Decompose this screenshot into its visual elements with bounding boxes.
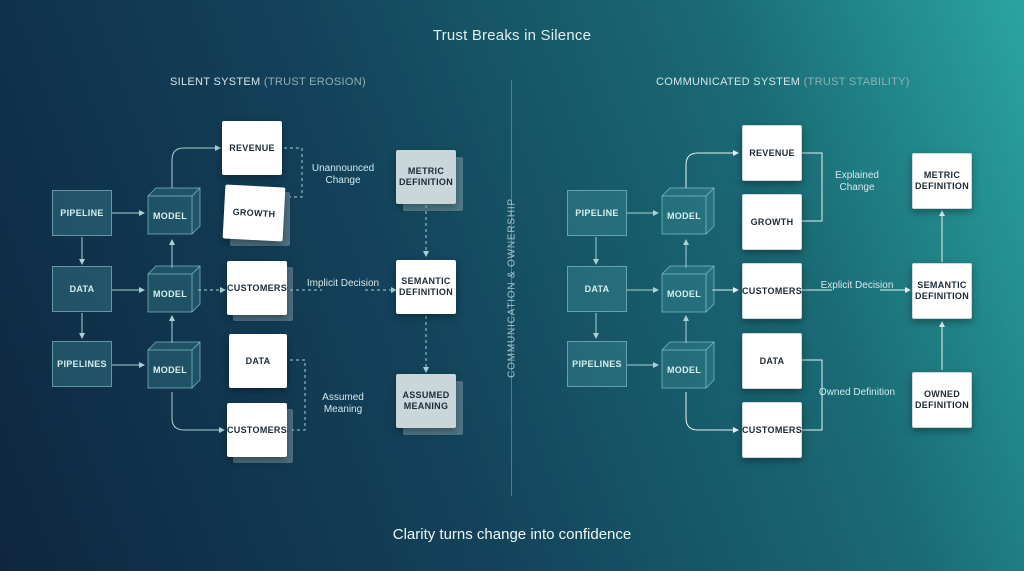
left-model-1: MODEL (153, 210, 187, 221)
right-note-explicit: Explicit Decision (820, 280, 894, 291)
right-panel-heading: COMMUNICATED SYSTEM (TRUST STABILITY) (656, 76, 910, 88)
right-note-explained: Explained Change (835, 170, 879, 193)
page-title: Trust Breaks in Silence (432, 27, 592, 44)
left-panel-heading: SILENT SYSTEM (TRUST EROSION) (170, 76, 366, 88)
left-def-assumed: ASSUMED MEANING (396, 374, 456, 428)
left-output-revenue: REVENUE (222, 121, 282, 175)
right-output-customers: CUSTOMERS (742, 263, 802, 319)
left-model-cube-1 (147, 187, 201, 235)
right-def-owned: OWNED DEFINITION (912, 372, 972, 428)
left-note-assumed: Assumed Meaning (322, 392, 364, 415)
right-source-data: DATA (567, 266, 627, 312)
left-heading-note: (TRUST EROSION) (263, 76, 366, 88)
left-output-growth: GROWTH (222, 184, 286, 242)
right-heading-main: COMMUNICATED SYSTEM (656, 76, 801, 88)
left-source-data: DATA (52, 266, 112, 312)
right-source-pipelines: PIPELINES (567, 341, 627, 387)
right-output-customers-2: CUSTOMERS (742, 402, 802, 458)
left-model-2: MODEL (153, 288, 187, 299)
left-source-pipeline: PIPELINE (52, 190, 112, 236)
right-output-revenue: REVENUE (742, 125, 802, 181)
right-output-growth: GROWTH (742, 194, 802, 250)
right-output-data: DATA (742, 333, 802, 389)
right-model-2: MODEL (667, 288, 701, 299)
left-source-pipelines: PIPELINES (52, 341, 112, 387)
left-output-customers-2: CUSTOMERS (227, 403, 287, 457)
left-model-cube-2 (147, 265, 201, 313)
right-def-semantic: SEMANTIC DEFINITION (912, 263, 972, 319)
right-heading-note: (TRUST STABILITY) (803, 76, 910, 88)
divider-label: COMMUNICATION & OWNERSHIP (506, 198, 518, 378)
right-model-cube-2 (661, 265, 715, 313)
left-def-semantic: SEMANTIC DEFINITION (396, 260, 456, 314)
right-def-metric: METRIC DEFINITION (912, 153, 972, 209)
right-note-owned: Owned Definition (818, 387, 896, 398)
right-model-1: MODEL (667, 210, 701, 221)
right-model-3: MODEL (667, 364, 701, 375)
left-heading-main: SILENT SYSTEM (170, 76, 261, 88)
left-note-implicit: Implicit Decision (306, 278, 380, 289)
right-model-cube-3 (661, 341, 715, 389)
left-def-metric: METRIC DEFINITION (396, 150, 456, 204)
left-note-unannounced: Unannounced Change (311, 163, 375, 186)
right-model-cube-1 (661, 187, 715, 235)
left-model-cube-3 (147, 341, 201, 389)
page-subtitle: Clarity turns change into confidence (392, 526, 632, 543)
left-model-3: MODEL (153, 364, 187, 375)
right-source-pipeline: PIPELINE (567, 190, 627, 236)
left-output-customers: CUSTOMERS (227, 261, 287, 315)
left-output-data: DATA (229, 334, 287, 388)
center-divider (511, 80, 512, 496)
